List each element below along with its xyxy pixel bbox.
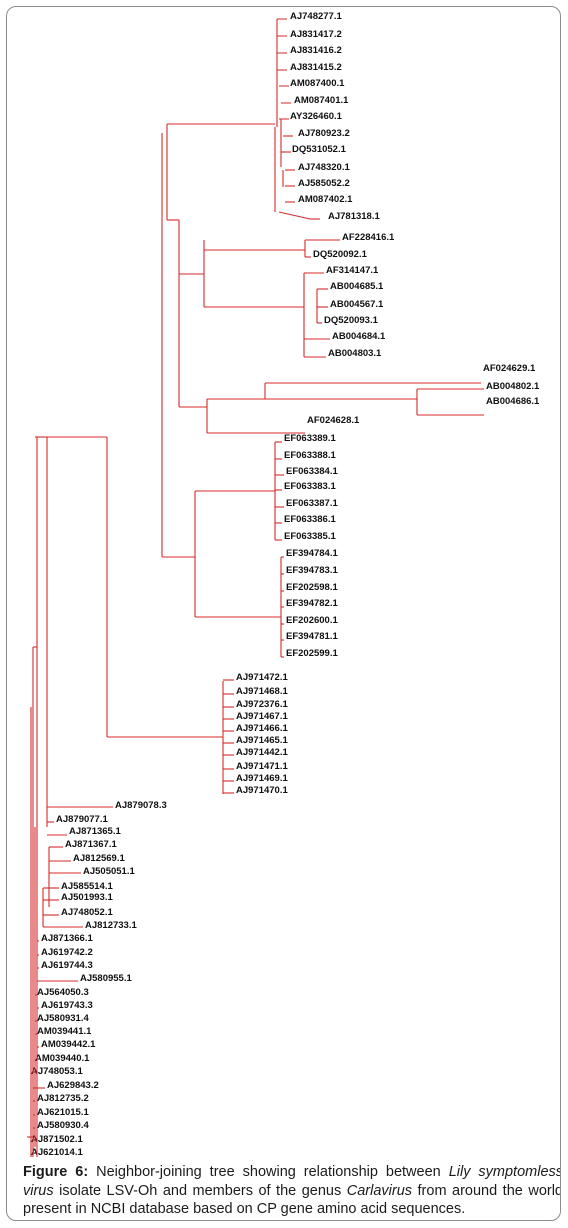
leaf-label: AJ621015.1 (37, 1107, 89, 1118)
leaf-label: AM039442.1 (41, 1039, 96, 1050)
leaf-label: AJ619743.3 (41, 1000, 93, 1011)
figure-caption: Figure 6: Neighbor-joining tree showing … (23, 1163, 561, 1219)
leaf-label: AB004567.1 (330, 299, 384, 310)
leaf-label: AJ831415.2 (290, 62, 342, 73)
leaf-label: AF024628.1 (307, 415, 360, 426)
phylogenetic-tree: AJ748277.1AJ831417.2AJ831416.2AJ831415.2… (27, 11, 540, 1157)
caption-label: Figure 6: (23, 1164, 89, 1180)
leaf-label: AJ580930.4 (37, 1120, 89, 1131)
leaf-label: AJ585514.1 (61, 881, 113, 892)
caption-genus: Carlavirus (346, 1182, 413, 1199)
leaf-label: AB004686.1 (486, 396, 540, 407)
leaf-label: AJ879077.1 (56, 814, 108, 825)
leaf-label: AJ621014.1 (31, 1147, 83, 1157)
leaf-label: AJ971468.1 (236, 686, 288, 697)
leaf-label: AJ879078.3 (115, 800, 167, 811)
leaf-label: AJ831417.2 (290, 29, 342, 40)
leaf-label: AJ780923.2 (298, 128, 350, 139)
leaf-label: EF202599.1 (286, 648, 338, 659)
leaf-label: AB004685.1 (330, 281, 384, 292)
leaf-label: AJ871365.1 (69, 826, 121, 837)
leaf-label: AJ871366.1 (41, 933, 93, 944)
leaf-label: EF202598.1 (286, 582, 338, 593)
leaf-label: AF228416.1 (342, 232, 395, 243)
leaf-label: AJ585052.2 (298, 178, 350, 189)
caption-text-1: Neighbor-joining tree showing relationsh… (88, 1164, 449, 1180)
leaf-label: EF063384.1 (286, 466, 338, 477)
leaf-label: AJ580955.1 (80, 973, 132, 984)
leaf-label: EF394784.1 (286, 548, 338, 559)
leaf-label: AJ812733.1 (85, 920, 137, 931)
leaf-label: AJ971469.1 (236, 773, 288, 784)
leaf-label: EF394781.1 (286, 631, 338, 642)
leaf-label: AJ971465.1 (236, 735, 288, 746)
leaf-label: AM087401.1 (294, 95, 349, 106)
leaf-label: EF063383.1 (284, 481, 336, 492)
leaf-label: AJ505051.1 (83, 866, 135, 877)
leaf-label: EF394782.1 (286, 598, 338, 609)
leaf-label: DQ531052.1 (292, 144, 347, 155)
leaf-label: AJ971467.1 (236, 711, 288, 722)
leaf-label: AJ972376.1 (236, 699, 288, 710)
leaf-label: AF024629.1 (483, 363, 536, 374)
leaf-label: AJ781318.1 (328, 211, 380, 222)
leaf-label: AB004684.1 (332, 331, 386, 342)
leaf-label: AJ619744.3 (41, 960, 93, 971)
leaf-label: AJ629843.2 (47, 1080, 99, 1091)
leaf-label: AB004802.1 (486, 381, 540, 392)
leaf-label: AB004803.1 (328, 348, 382, 359)
leaf-label: EF202600.1 (286, 615, 338, 626)
leaf-label: AJ748277.1 (290, 11, 342, 22)
leaf-label: AM039440.1 (35, 1053, 90, 1064)
leaf-label: AJ748320.1 (298, 162, 350, 173)
leaf-label: AJ580931.4 (37, 1013, 89, 1024)
leaf-label: AJ971471.1 (236, 761, 288, 772)
leaf-label: AJ831416.2 (290, 45, 342, 56)
tree-branch (278, 211, 311, 220)
leaf-label: AJ871367.1 (65, 839, 117, 850)
leaf-label: AJ748053.1 (31, 1066, 83, 1077)
leaf-label: EF394783.1 (286, 565, 338, 576)
caption-text-3: from around the world present in NCBI da… (23, 1182, 561, 1218)
leaf-label: AJ871502.1 (31, 1134, 83, 1145)
leaf-label: DQ520092.1 (313, 249, 368, 260)
leaf-label: DQ520093.1 (324, 315, 379, 326)
leaf-label: EF063387.1 (286, 498, 338, 509)
leaf-label: AJ971470.1 (236, 785, 288, 796)
leaf-label: AF314147.1 (326, 265, 379, 276)
leaf-label: AJ971466.1 (236, 723, 288, 734)
leaf-label: AJ619742.2 (41, 947, 93, 958)
leaf-label: AJ812735.2 (37, 1093, 89, 1104)
leaf-label: AJ971472.1 (236, 672, 288, 683)
leaf-label: AJ748052.1 (61, 907, 113, 918)
leaf-label: EF063385.1 (284, 531, 336, 542)
leaf-label: AJ501993.1 (61, 892, 113, 903)
leaf-label: AM087402.1 (298, 194, 353, 205)
leaf-label: AJ812569.1 (73, 853, 125, 864)
leaf-label: EF063389.1 (284, 433, 336, 444)
caption-text-2: isolate LSV-Oh and members of the genus (53, 1182, 347, 1199)
leaf-label: AM087400.1 (290, 78, 345, 89)
leaf-label: AY326460.1 (290, 111, 343, 122)
leaf-label: AJ971442.1 (236, 747, 288, 758)
leaf-label: AM039441.1 (37, 1026, 92, 1037)
leaf-label: AJ564050.3 (37, 987, 89, 998)
leaf-label: EF063388.1 (284, 450, 336, 461)
caption-species: Lily symptomless virus (23, 1164, 561, 1199)
leaf-label: EF063386.1 (284, 514, 336, 525)
